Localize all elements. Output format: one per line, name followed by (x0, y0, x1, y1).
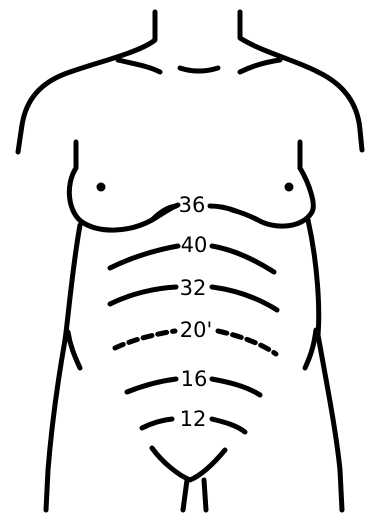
curve-20-right-dashed (218, 331, 276, 354)
curve-32-left (110, 287, 176, 304)
right-nipple-dot (285, 183, 294, 192)
left-collarbone-line (118, 60, 160, 72)
label-12: 12 (180, 407, 207, 431)
label-20: 20' (180, 318, 213, 342)
curve-36-left (152, 206, 176, 220)
curve-12-right (212, 419, 245, 432)
left-hip-crease-line (68, 332, 80, 368)
label-32: 32 (180, 276, 207, 300)
neck-right-line (240, 12, 318, 72)
right-breast-outline (232, 168, 313, 226)
left-nipple-dot (97, 183, 106, 192)
curve-16-left (127, 379, 176, 392)
leg-inner-right-line (204, 480, 206, 510)
curve-20-left-dashed (115, 331, 175, 348)
curve-12-left (142, 419, 172, 428)
label-36: 36 (179, 193, 206, 217)
left-breast-outline (69, 168, 178, 230)
curve-36-right (210, 206, 236, 211)
left-abdomen-line (46, 225, 80, 510)
leg-inner-left-line (183, 480, 187, 510)
right-shoulder-arm-line (318, 72, 362, 150)
label-16: 16 (181, 367, 208, 391)
pubic-v-line (152, 448, 225, 480)
right-hip-crease-line (305, 330, 316, 368)
center-collarbone-line (180, 68, 218, 71)
left-shoulder-arm-line (18, 72, 70, 152)
curve-32-right (212, 287, 277, 310)
right-collarbone-line (240, 60, 280, 72)
curve-16-right (212, 379, 260, 395)
right-abdomen-line (308, 220, 342, 510)
label-40: 40 (181, 233, 208, 257)
curve-40-right (212, 246, 274, 272)
curve-40-left (110, 246, 178, 268)
neck-left-line (70, 12, 155, 72)
